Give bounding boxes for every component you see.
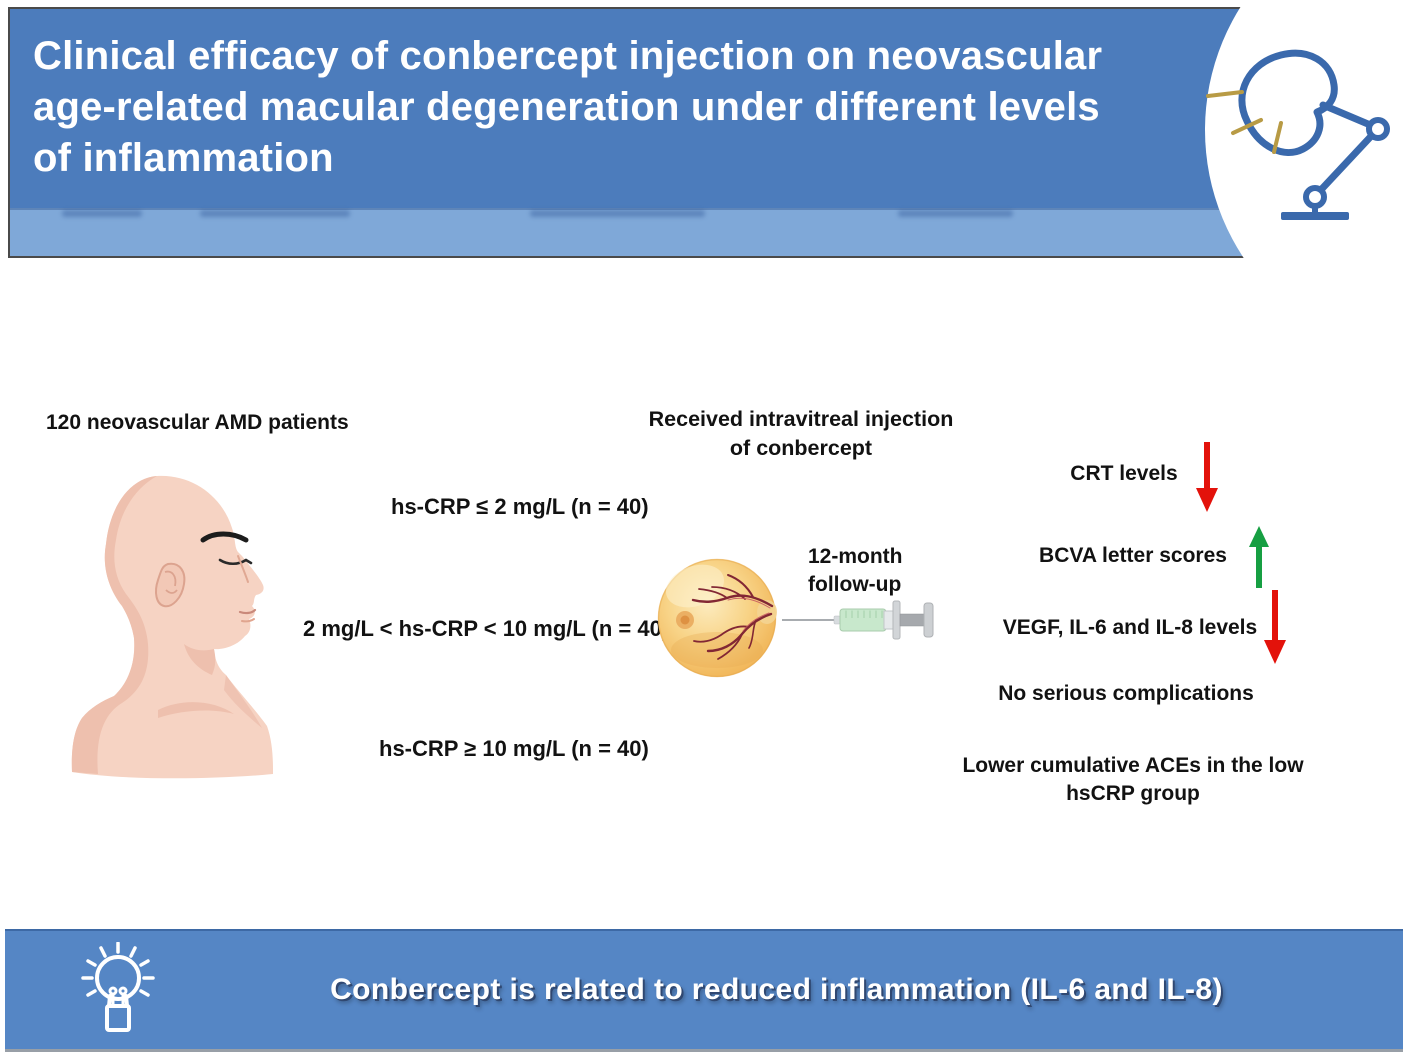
outcome-cytokines-label: VEGF, IL-6 and IL-8 levels [1002,616,1258,639]
followup-line-2: follow-up [808,573,902,596]
outcome-aces-label: Lower cumulative ACEs in the low hsCRP g… [962,752,1303,808]
population-label: 120 neovascular AMD patients [46,411,349,434]
title-line-1: Clinical efficacy of conbercept injectio… [33,34,1103,78]
banner-border [8,7,10,258]
title-line-3: of inflammation [33,136,334,180]
page-title: Clinical efficacy of conbercept injectio… [33,31,1113,184]
followup-line-1: 12-month [808,545,903,568]
down-arrow-icon [1196,442,1218,512]
aces-line-2: hsCRP group [1066,782,1200,805]
group-1-label: hs-CRP ≤ 2 mg/L (n = 40) [391,494,649,519]
intervention-line-2: of conbercept [729,436,873,460]
group-3-label: hs-CRP ≥ 10 mg/L (n = 40) [379,736,649,761]
banner-smudge [200,210,350,217]
down-arrow-icon [1264,590,1286,664]
outcome-crt-label: CRT levels [1070,462,1178,485]
followup-label: 12-month follow-up [808,543,903,599]
lightbulb-icon [81,942,155,1032]
syringe-icon [782,600,934,640]
outcome-complications-label: No serious complications [998,682,1254,705]
intervention-line-1: Received intravitreal injection [648,407,954,431]
intervention-label: Received intravitreal injection of conbe… [615,405,987,463]
outcome-bcva-label: BCVA letter scores [1039,544,1227,567]
up-arrow-icon [1249,526,1269,588]
conclusion-message: Conbercept is related to reduced inflamm… [330,973,1223,1006]
group-2-label: 2 mg/L < hs-CRP < 10 mg/L (n = 40) [303,616,670,641]
conclusion-banner: Conbercept is related to reduced inflamm… [5,929,1403,1052]
banner-smudge [62,210,142,217]
banner-smudge [530,210,705,217]
banner-light-strip [8,208,1401,258]
title-line-2: age-related macular degeneration under d… [33,85,1100,129]
banner-smudge [898,210,1013,217]
desk-lamp-icon [1206,49,1390,220]
patient-head-illustration [71,475,273,779]
title-banner: Clinical efficacy of conbercept injectio… [8,7,1401,258]
aces-line-1: Lower cumulative ACEs in the low [962,754,1304,777]
eye-fundus-illustration [657,558,777,678]
banner-border [8,256,1401,258]
banner-border [8,7,1401,9]
